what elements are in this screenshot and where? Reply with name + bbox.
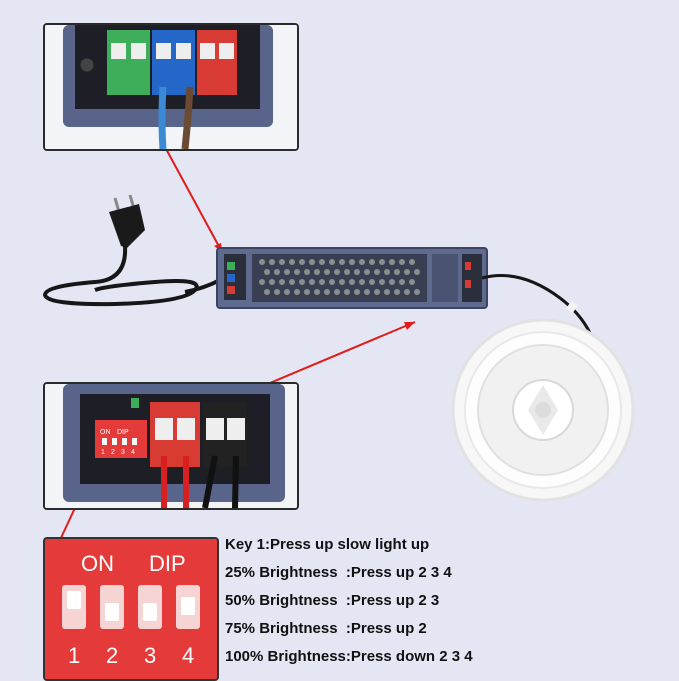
power-plug-icon: [109, 194, 145, 248]
svg-text:DIP: DIP: [117, 429, 129, 436]
svg-text:1: 1: [101, 449, 105, 456]
dip-toggle-4: [176, 585, 200, 629]
dip-switch-icon: ON DIP 1 2 3 4: [95, 420, 147, 458]
instruction-75-percent: 75% Brightness :Press up 2: [225, 620, 427, 637]
instruction-50-percent: 50% Brightness :Press up 2 3: [225, 592, 440, 609]
dip-switch-zoom: ON DIP 1 2 3 4: [43, 537, 219, 681]
dip-number-3: 3: [144, 643, 156, 668]
svg-text:4: 4: [131, 449, 135, 456]
dip-switch-zoom-illustration: ON DIP 1 2 3 4: [45, 539, 217, 679]
output-terminal-illustration: ON DIP 1 2 3 4: [45, 384, 297, 508]
led-strip-reel-icon: [451, 318, 635, 502]
input-terminal-closeup: [43, 23, 299, 151]
dip-number-1: 1: [68, 643, 80, 668]
dip-number-4: 4: [182, 643, 194, 668]
instruction-25-percent: 25% Brightness :Press up 2 3 4: [225, 564, 452, 581]
brightness-instructions: Key 1:Press up slow light up 25% Brightn…: [225, 531, 675, 671]
svg-text:3: 3: [121, 449, 125, 456]
svg-text:ON: ON: [100, 429, 111, 436]
instruction-key-1: Key 1:Press up slow light up: [225, 536, 430, 553]
dip-label-on: ON: [81, 551, 114, 576]
pointer-driver-to-bottom: [269, 321, 416, 384]
instruction-100-percent: 100% Brightness:Press down 2 3 4: [225, 648, 473, 665]
dip-label-dip: DIP: [149, 551, 186, 576]
output-terminal-closeup: ON DIP 1 2 3 4: [43, 382, 299, 510]
output-cable: [481, 274, 592, 334]
dip-toggle-1: [62, 585, 86, 629]
dip-toggle-2: [100, 585, 124, 629]
led-driver: [216, 247, 488, 309]
screw-icon: [79, 57, 95, 73]
svg-text:2: 2: [111, 449, 115, 456]
input-terminal-illustration: [45, 25, 297, 149]
dip-toggle-3: [138, 585, 162, 629]
pointer-top-to-driver: [164, 146, 223, 253]
power-cord: [42, 194, 221, 307]
vent-pattern: [259, 259, 420, 295]
dip-number-2: 2: [106, 643, 118, 668]
